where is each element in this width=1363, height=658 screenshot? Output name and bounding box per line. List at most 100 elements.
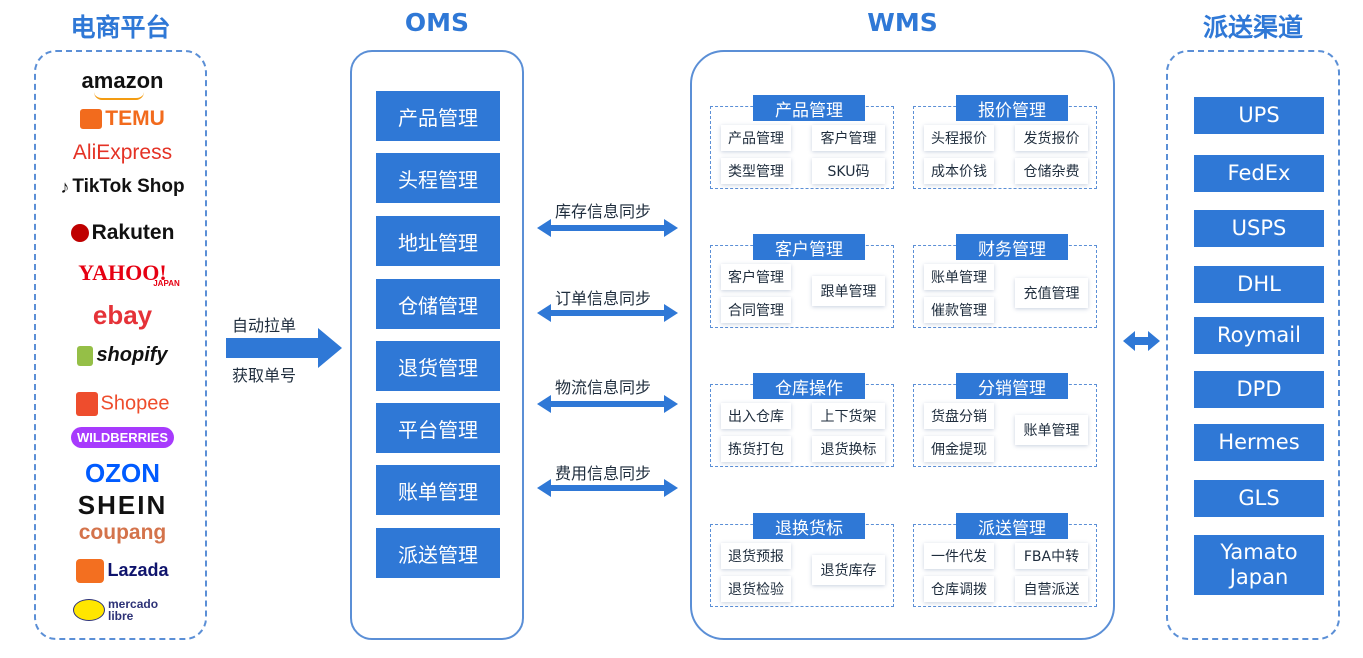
carrier-usps[interactable]: USPS	[1194, 210, 1324, 247]
wms-chip[interactable]: 类型管理	[721, 158, 791, 184]
wms-title: WMS	[867, 8, 938, 37]
platform-shopee: Shopee	[36, 392, 209, 416]
sync-arrow-inventory	[537, 219, 678, 237]
carrier-arrow	[1123, 331, 1160, 351]
rakuten-icon	[70, 224, 89, 243]
wms-group-delivery: 派送管理 一件代发 FBA中转 仓库调拨 自营派送	[913, 513, 1097, 607]
wms-chip[interactable]: 催款管理	[924, 297, 994, 323]
amazon-smile-icon	[94, 92, 144, 100]
wms-group-returns: 退换货标 退货预报 退货检验 退货库存	[710, 513, 894, 607]
platform-lazada: Lazada	[36, 559, 209, 583]
platform-yahoo: YAHOO!	[78, 260, 167, 285]
wms-chip[interactable]: 货盘分销	[924, 403, 994, 429]
wms-group-title: 分销管理	[956, 373, 1068, 399]
sync-arrow-logistics	[537, 395, 678, 413]
wms-group-customer: 客户管理 客户管理 合同管理 跟单管理	[710, 234, 894, 328]
platform-amazon: amazon	[81, 68, 164, 93]
carrier-gls[interactable]: GLS	[1194, 480, 1324, 517]
oms-item-billing[interactable]: 账单管理	[376, 465, 500, 515]
platform-wildberries: WILDBERRIES	[36, 427, 209, 448]
wms-group-title: 退换货标	[753, 513, 865, 539]
platform-shopify: shopify	[36, 345, 209, 366]
platform-tiktok: ♪TikTok Shop	[60, 176, 185, 197]
platform-aliexpress: AliExpress	[72, 141, 173, 164]
oms-panel: 产品管理 头程管理 地址管理 仓储管理 退货管理 平台管理 账单管理 派送管理	[350, 50, 524, 640]
platforms-panel: amazon TEMU AliExpress ♪TikTok Shop Raku…	[34, 50, 207, 640]
oms-item-platform[interactable]: 平台管理	[376, 403, 500, 453]
wms-chip[interactable]: 合同管理	[721, 297, 791, 323]
wms-group-product: 产品管理 产品管理 客户管理 类型管理 SKU码	[710, 95, 894, 189]
oms-item-delivery[interactable]: 派送管理	[376, 528, 500, 578]
platform-coupang: coupang	[78, 521, 167, 544]
platform-ozon: OZON	[84, 458, 161, 488]
platform-mercadolibre: mercado libre	[36, 598, 209, 622]
wms-chip[interactable]: 充值管理	[1015, 278, 1088, 308]
wms-chip[interactable]: 自营派送	[1015, 576, 1088, 602]
wms-chip[interactable]: 拣货打包	[721, 436, 791, 462]
wms-panel: 产品管理 产品管理 客户管理 类型管理 SKU码 报价管理 头程报价 发货报价 …	[690, 50, 1115, 640]
carrier-fedex[interactable]: FedEx	[1194, 155, 1324, 192]
wms-group-warehouse: 仓库操作 出入仓库 上下货架 拣货打包 退货换标	[710, 373, 894, 467]
sync-label-logistics: 物流信息同步	[555, 378, 652, 397]
wms-chip[interactable]: 成本价钱	[924, 158, 994, 184]
wms-chip[interactable]: 退货检验	[721, 576, 791, 602]
wms-chip[interactable]: 客户管理	[812, 125, 885, 151]
platforms-title: 电商平台	[70, 13, 171, 42]
carriers-panel: UPS FedEx USPS DHL Roymail DPD Hermes GL…	[1166, 50, 1340, 640]
wms-group-title: 财务管理	[956, 234, 1068, 260]
wms-chip[interactable]: 仓储杂费	[1015, 158, 1088, 184]
wms-chip[interactable]: 产品管理	[721, 125, 791, 151]
oms-item-returns[interactable]: 退货管理	[376, 341, 500, 391]
wms-group-quote: 报价管理 头程报价 发货报价 成本价钱 仓储杂费	[913, 95, 1097, 189]
pull-arrow	[226, 328, 342, 368]
sync-label-inventory: 库存信息同步	[555, 202, 652, 221]
pull-label-1: 自动拉单	[232, 316, 297, 335]
wms-chip[interactable]: 头程报价	[924, 125, 994, 151]
lazada-icon	[76, 559, 105, 583]
wms-chip[interactable]: 退货换标	[812, 436, 885, 462]
wms-chip[interactable]: 出入仓库	[721, 403, 791, 429]
carrier-yamato[interactable]: Yamato Japan	[1194, 535, 1324, 595]
sync-arrow-order	[537, 304, 678, 322]
wms-group-title: 仓库操作	[753, 373, 865, 399]
oms-item-product[interactable]: 产品管理	[376, 91, 500, 141]
platform-temu: TEMU	[36, 108, 209, 130]
wms-chip[interactable]: 发货报价	[1015, 125, 1088, 151]
oms-item-firstleg[interactable]: 头程管理	[376, 153, 500, 203]
oms-item-storage[interactable]: 仓储管理	[376, 279, 500, 329]
wms-group-finance: 财务管理 账单管理 催款管理 充值管理	[913, 234, 1097, 328]
wms-chip[interactable]: 客户管理	[721, 264, 791, 290]
wms-chip[interactable]: FBA中转	[1015, 543, 1088, 569]
shopify-icon	[77, 345, 94, 366]
wms-group-title: 产品管理	[753, 95, 865, 121]
oms-item-address[interactable]: 地址管理	[376, 216, 500, 266]
wms-chip[interactable]: 退货库存	[812, 555, 885, 585]
yahoo-japan-text: JAPAN	[153, 279, 180, 288]
sync-label-fees: 费用信息同步	[555, 464, 652, 483]
sync-arrow-fees	[537, 479, 678, 497]
wms-chip[interactable]: 佣金提现	[924, 436, 994, 462]
wms-chip[interactable]: 上下货架	[812, 403, 885, 429]
pull-label-2: 获取单号	[232, 366, 297, 385]
wms-group-distribution: 分销管理 货盘分销 佣金提现 账单管理	[913, 373, 1097, 467]
wms-chip[interactable]: 跟单管理	[812, 276, 885, 306]
temu-icon	[80, 109, 103, 130]
wms-chip[interactable]: 账单管理	[1015, 415, 1088, 445]
platform-shein: SHEIN	[77, 490, 168, 520]
mercadolibre-icon	[73, 599, 105, 621]
carrier-roymail[interactable]: Roymail	[1194, 317, 1324, 354]
carrier-hermes[interactable]: Hermes	[1194, 424, 1324, 461]
wms-chip[interactable]: 一件代发	[924, 543, 994, 569]
carriers-title: 派送渠道	[1202, 13, 1303, 42]
wms-chip[interactable]: 仓库调拨	[924, 576, 994, 602]
wms-chip[interactable]: 账单管理	[924, 264, 994, 290]
carrier-ups[interactable]: UPS	[1194, 97, 1324, 134]
carrier-dpd[interactable]: DPD	[1194, 371, 1324, 408]
shopee-icon	[75, 392, 98, 416]
platform-rakuten: Rakuten	[36, 222, 209, 243]
tiktok-icon: ♪	[60, 176, 70, 197]
wms-chip[interactable]: SKU码	[812, 158, 885, 184]
carrier-dhl[interactable]: DHL	[1194, 266, 1324, 303]
wms-chip[interactable]: 退货预报	[721, 543, 791, 569]
